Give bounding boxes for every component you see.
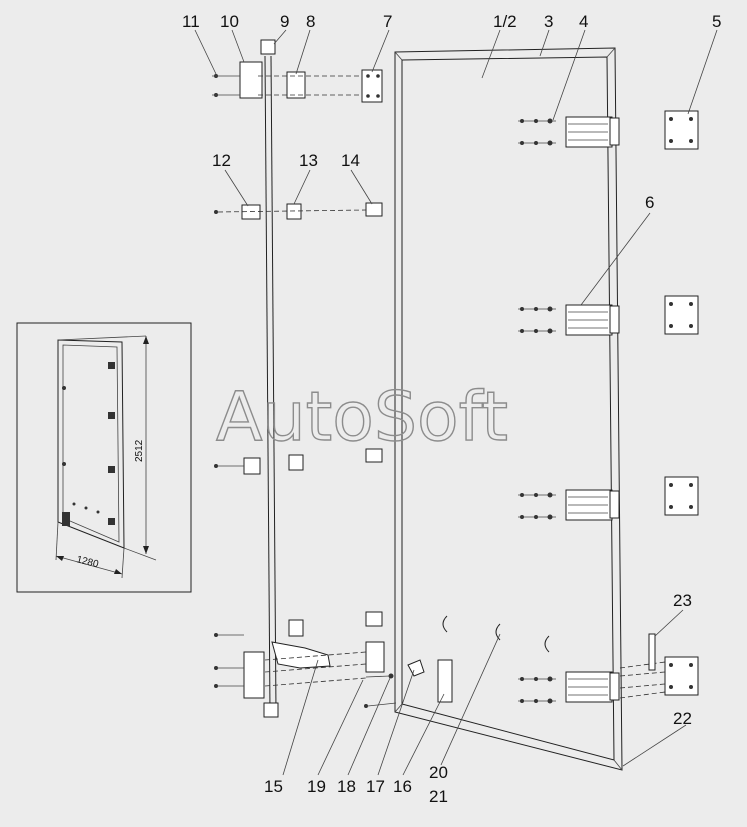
- callout-8: 8: [306, 12, 315, 31]
- callout-labels: 11 10 9 8 7 1/2 3 4 5 6 12 13 14 23 22 1…: [182, 12, 721, 806]
- callout-18: 18: [337, 777, 356, 796]
- callout-16: 16: [393, 777, 412, 796]
- top-rod-bracket: [212, 61, 383, 103]
- rod-guide: [214, 202, 383, 220]
- callout-13: 13: [299, 151, 318, 170]
- inset-overview: 2512 1280: [16, 322, 192, 593]
- callout-23: 23: [673, 591, 692, 610]
- callout-4: 4: [579, 12, 588, 31]
- callout-10: 10: [220, 12, 239, 31]
- backing-plates: [619, 110, 699, 699]
- hinge-1: [565, 116, 620, 148]
- callout-6: 6: [645, 193, 654, 212]
- rod-guide-middle: [214, 448, 383, 475]
- hinge-3: [565, 489, 620, 521]
- callout-12: 12: [212, 151, 231, 170]
- callout-7: 7: [383, 12, 392, 31]
- inset-height-dim: 2512: [134, 439, 145, 462]
- callout-3: 3: [544, 12, 553, 31]
- door-panel: [394, 47, 623, 771]
- item-23-pin: [648, 633, 656, 671]
- callout-21: 21: [429, 787, 448, 806]
- callout-9: 9: [280, 12, 289, 31]
- callout-17: 17: [366, 777, 385, 796]
- leader-lines: [194, 29, 718, 776]
- callout-22: 22: [673, 709, 692, 728]
- inset-width-dim: 1280: [75, 554, 100, 570]
- bottom-lock-assembly: [214, 611, 453, 708]
- callout-11: 11: [182, 12, 200, 31]
- callout-15: 15: [264, 777, 283, 796]
- callout-5: 5: [712, 12, 721, 31]
- watermark-text: AutoSoft: [216, 378, 508, 457]
- door-hinges: [565, 116, 620, 703]
- callout-20: 20: [429, 763, 448, 782]
- hinge-4: [565, 671, 620, 703]
- door-handles: [442, 615, 550, 653]
- hinge-2: [565, 304, 620, 336]
- locking-rod: [260, 39, 279, 718]
- callout-1-2: 1/2: [493, 12, 517, 31]
- callout-19: 19: [307, 777, 326, 796]
- callout-14: 14: [341, 151, 360, 170]
- hinge-bolts: [518, 118, 556, 704]
